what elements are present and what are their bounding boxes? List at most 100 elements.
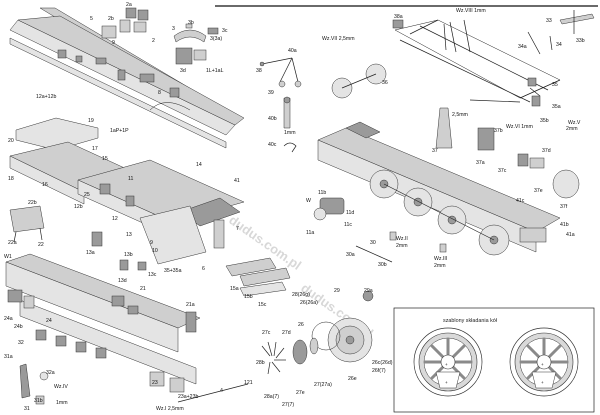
part-2a-2: [137, 9, 149, 21]
label-38: 38: [256, 68, 262, 74]
label-23: 23: [152, 380, 158, 386]
part-axle-36: [341, 73, 377, 89]
part-labels: 2a 2b 2 5 3 3(3a) 3b 3c 3d 1L+1aL 12a+12…: [4, 2, 585, 412]
label-31: 31: [24, 406, 30, 412]
label-28c: 28a(7): [264, 394, 279, 400]
label-40a: 40a: [288, 48, 297, 54]
part-panel-1P: [9, 37, 227, 149]
label-26e: 26e: [348, 376, 357, 382]
part-3b: [185, 23, 193, 29]
part-31a-lever: [19, 363, 31, 399]
label-10: 10: [152, 248, 158, 254]
part-30-rod: [355, 245, 393, 263]
label-6: 6: [202, 266, 205, 272]
note-1mm: 1mm: [284, 130, 296, 136]
part-34a-rod: [527, 31, 541, 55]
label-13b: 13b: [124, 252, 133, 258]
part-wire-post-2: [463, 19, 471, 53]
label-11b: 11b: [318, 190, 326, 196]
label-3a: 3(3a): [210, 36, 222, 42]
label-39: 39: [268, 90, 274, 96]
part-wire-6: [529, 87, 541, 97]
part-12b-block: [99, 183, 111, 195]
part-roof-3: [173, 29, 207, 43]
part-panel-1aL: [17, 15, 245, 126]
part-3a: [207, 27, 219, 35]
label-16: 16: [42, 182, 48, 188]
part-11-cylinder: [319, 197, 345, 215]
part-37d-block: [529, 157, 545, 169]
label-2b: 2b: [108, 16, 114, 22]
part-22-leg-a: [13, 231, 17, 243]
part-rod-38: [261, 57, 293, 65]
label-15: 15: [102, 156, 108, 162]
label-1L: 1L+1aL: [206, 68, 224, 74]
label-41b: 41b: [560, 222, 569, 228]
note-wz-iv: Wz.IV: [54, 384, 68, 390]
part-7-plate: [213, 219, 225, 249]
label-3b: 3b: [188, 20, 194, 26]
label-11d: 11d: [346, 210, 354, 216]
template-panel-title: szablony składania kół: [443, 318, 498, 324]
label-3: 3: [172, 26, 175, 32]
label-35-35a: 35+35a: [164, 268, 182, 274]
label-21: 21: [140, 286, 146, 292]
part-group-wheel-parts: [261, 290, 374, 375]
part-24b-block: [7, 289, 23, 303]
svg-text:+: +: [541, 380, 544, 385]
label-w: W: [306, 198, 311, 204]
label-27c: 27c: [262, 330, 271, 336]
note-wz-iii-size: 2mm: [434, 263, 446, 269]
part-group-main-frame: [5, 253, 249, 405]
label-5: 5: [90, 16, 93, 22]
label-27d: 27d: [282, 330, 291, 336]
label-41: 41: [234, 178, 240, 184]
label-3c: 3c: [222, 28, 228, 34]
part-31b-block: [35, 395, 45, 405]
part-11-block: [125, 195, 135, 207]
label-22: 22: [38, 242, 44, 248]
label-4: 4: [220, 388, 223, 394]
part-13c-block: [137, 261, 147, 271]
part-40c-hook: [283, 142, 297, 153]
note-wz-ii: Wz.II: [396, 236, 408, 242]
label-25: 25: [84, 192, 90, 198]
part-15a-plate: [225, 257, 277, 277]
label-20: 20: [8, 138, 14, 144]
part-frame-side-b: [19, 299, 197, 385]
label-29a: 29a: [364, 288, 373, 294]
label-31b: 31b: [34, 398, 43, 404]
label-38a: 38a: [394, 14, 403, 20]
label-37a: 37a: [476, 160, 485, 166]
part-24a-block: [23, 295, 35, 309]
part-cab-block: [345, 121, 381, 139]
label-17: 17: [92, 146, 98, 152]
part-39-ring-a: [278, 80, 286, 88]
label-28b: 28b: [256, 360, 265, 366]
label-13c: 13c: [148, 272, 157, 278]
label-11: 11: [128, 176, 133, 182]
part-19-floor: [15, 117, 99, 151]
label-37d: 37d: [542, 148, 551, 154]
note-25mm: 2,5mm: [452, 112, 468, 118]
part-group-brake-pins: [259, 57, 302, 153]
note-wz-vii: Wz.VII 2,5mm: [322, 36, 355, 42]
part-5-box: [101, 25, 117, 39]
label-22a: 22a: [8, 240, 17, 246]
note-wz-iii: Wz.III: [434, 256, 447, 262]
label-19: 19: [88, 118, 94, 124]
label-24: 24: [46, 318, 52, 324]
part-wire-post-3: [443, 23, 447, 51]
part-wire-5: [469, 99, 521, 103]
label-37e: 37e: [534, 188, 543, 194]
part-2b: [119, 19, 131, 33]
part-39-ring-b: [294, 80, 302, 88]
part-wire-1: [399, 39, 531, 103]
part-2: [133, 21, 147, 33]
part-wheel-3-hub: [447, 215, 457, 225]
label-11c: 11c: [344, 222, 352, 228]
part-detail-a: [57, 49, 67, 59]
part-28-spokes: [261, 341, 286, 375]
part-rod-39b: [291, 57, 299, 83]
